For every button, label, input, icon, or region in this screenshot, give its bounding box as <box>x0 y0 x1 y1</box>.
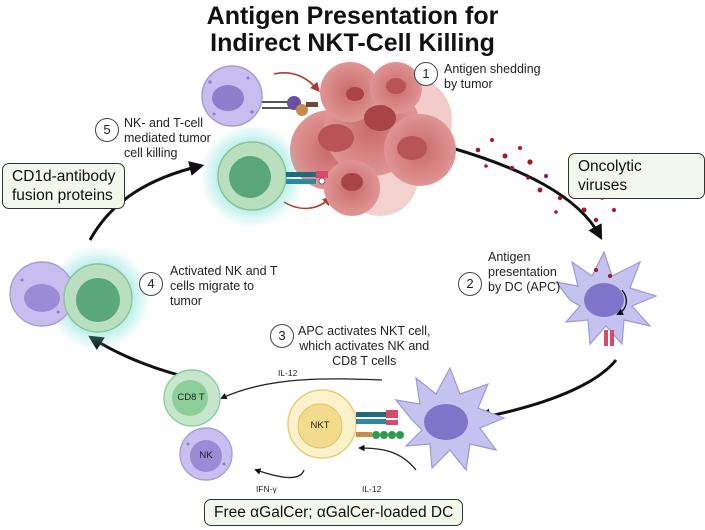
migrating-cells <box>9 246 150 350</box>
antigen-dots <box>475 138 616 223</box>
step-3-label: APC activates NKT cell,which activates N… <box>298 324 431 368</box>
il12-bottom-label: IL-12 <box>362 484 382 494</box>
arrow-il12-to-cd8 <box>220 378 383 400</box>
nkt-label: NKT <box>310 420 330 431</box>
t-cell-killing <box>200 124 328 228</box>
nkt-cell <box>287 389 404 459</box>
red-arrow-top <box>273 72 320 93</box>
cd8-t-cell <box>163 369 221 427</box>
step-2-number: 2 <box>458 272 482 296</box>
oncolytic-viruses-box: Oncolytic viruses <box>568 153 705 199</box>
arrow-dc-to-apc <box>475 359 618 424</box>
nk-cell-killing <box>201 65 318 127</box>
arrow-ifn-to-nk <box>254 468 305 479</box>
step-4-number: 4 <box>139 272 163 296</box>
step-1-number: 1 <box>414 62 438 86</box>
apc-cell <box>394 366 506 472</box>
nk-cell <box>179 427 233 481</box>
tumor-cluster <box>290 62 456 216</box>
galcer-box: Free αGalCer; αGalCer-loaded DC <box>204 499 464 526</box>
arrow-tumor-to-dc <box>451 146 603 240</box>
step-3-number: 3 <box>270 324 294 348</box>
ifn-gamma-label: IFN-γ <box>256 484 277 494</box>
title-line-2: Indirect NKT-Cell Killing <box>210 29 495 57</box>
arrow-to-killing <box>88 161 205 241</box>
step-5-number: 5 <box>95 118 119 142</box>
cd8-label: CD8 T <box>177 392 205 403</box>
dendritic-cell-presenting <box>554 250 658 346</box>
nk-label: NK <box>199 450 213 461</box>
arrow-il12-to-nkt <box>358 444 417 471</box>
title-line-1: Antigen Presentation for <box>206 2 499 30</box>
il12-top-label: IL-12 <box>278 368 298 378</box>
